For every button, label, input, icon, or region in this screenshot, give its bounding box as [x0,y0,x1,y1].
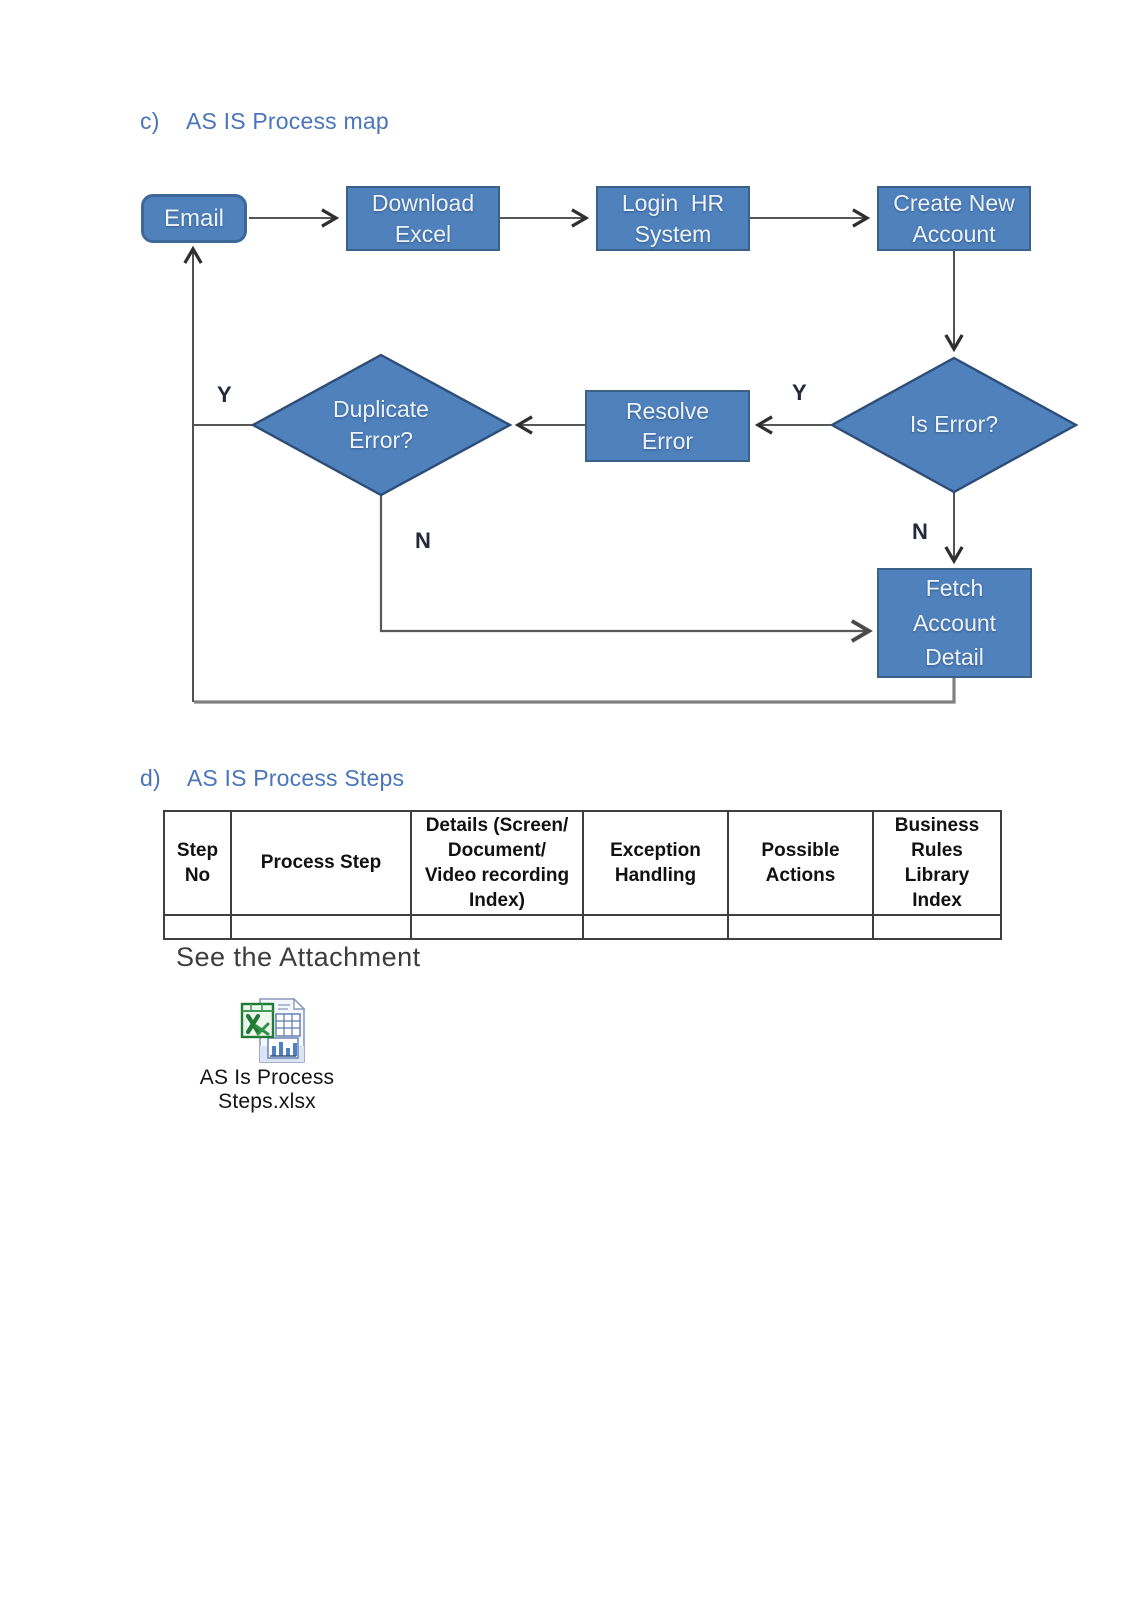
table-cell [230,914,412,940]
section-c-heading: c) AS IS Process map [140,108,389,135]
node-download-excel: Download Excel [346,186,500,251]
node-login-hr-system: Login HR System [596,186,750,251]
process-steps-table: Step No Process Step Details (Screen/ Do… [163,810,1002,940]
table-cell [410,914,584,940]
section-d-heading: d) AS IS Process Steps [140,765,404,792]
table-cell [163,914,232,940]
column-header-step-no: Step No [163,810,232,916]
table-cell [582,914,729,940]
diamond-duplicate-error-shape [250,353,513,497]
branch-label-duplicate-no: N [415,528,432,553]
column-header-business-rules: Business Rules Library Index [872,810,1002,916]
diamond-is-error-shape [829,356,1079,494]
attachment-filename[interactable]: AS Is Process Steps.xlsx [199,1066,335,1114]
diamond-duplicate-error-label: Duplicate Error? [333,395,429,453]
return-line [194,678,956,704]
node-resolve-error: Resolve Error [585,390,750,462]
column-header-details: Details (Screen/ Document/ Video recordi… [410,810,584,916]
table-header-row: Step No Process Step Details (Screen/ Do… [163,810,1002,916]
branch-label-iserror-no: N [912,519,929,544]
node-email: Email [141,194,247,243]
node-create-new-account: Create New Account [877,186,1031,251]
table-cell [872,914,1002,940]
section-d-title: AS IS Process Steps [186,765,405,791]
column-header-process-step: Process Step [230,810,412,916]
section-d-prefix: d) [140,765,161,791]
column-header-exception-handling: Exception Handling [582,810,729,916]
section-c-prefix: c) [140,108,160,134]
section-c-title: AS IS Process map [186,108,389,134]
arrow-duplicate-no-to-fetch [379,495,873,643]
attachment-note: See the Attachment [176,942,421,972]
excel-file-icon[interactable] [238,996,324,1068]
table-row [163,914,1002,940]
table-cell [727,914,874,940]
node-fetch-account-detail: Fetch Account Detail [877,568,1032,678]
branch-label-duplicate-yes: Y [217,382,233,407]
branch-label-iserror-yes: Y [792,380,808,405]
column-header-possible-actions: Possible Actions [727,810,874,916]
diamond-is-error-label: Is Error? [909,411,999,438]
